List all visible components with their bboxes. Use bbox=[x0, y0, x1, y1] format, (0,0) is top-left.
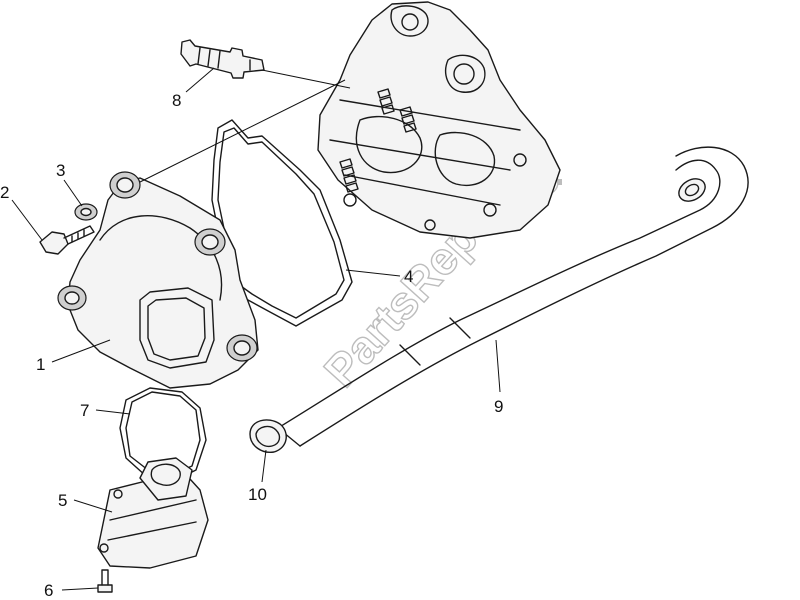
callout-4: 4 bbox=[404, 267, 413, 286]
valve-cover bbox=[57, 171, 259, 389]
leader-1 bbox=[51, 339, 111, 363]
hose-clamp bbox=[249, 419, 287, 453]
leader-8b bbox=[261, 69, 351, 89]
spark-plug bbox=[180, 39, 265, 79]
callout-8: 8 bbox=[172, 91, 181, 110]
callout-10: 10 bbox=[248, 485, 267, 504]
leader-5 bbox=[73, 499, 113, 513]
breather-hose bbox=[277, 146, 749, 447]
bolt bbox=[39, 225, 95, 255]
leader-lines bbox=[11, 67, 501, 591]
callout-7: 7 bbox=[80, 401, 89, 420]
leader-8 bbox=[185, 67, 215, 93]
callout-1: 1 bbox=[36, 355, 45, 374]
leader-3 bbox=[63, 179, 83, 207]
callout-5: 5 bbox=[58, 491, 67, 510]
callout-6: 6 bbox=[44, 581, 53, 600]
valve-springs bbox=[339, 88, 417, 193]
leader-gasket-ref bbox=[139, 79, 346, 183]
leader-4 bbox=[345, 269, 401, 277]
leader-7 bbox=[95, 409, 131, 415]
cylinder-head bbox=[317, 1, 561, 239]
leader-6 bbox=[61, 587, 99, 591]
callout-2: 2 bbox=[0, 183, 9, 202]
cover-plate-gasket bbox=[119, 387, 207, 481]
leader-10 bbox=[261, 449, 267, 483]
washer bbox=[74, 203, 98, 221]
screw bbox=[97, 569, 113, 593]
callout-3: 3 bbox=[56, 161, 65, 180]
leader-2 bbox=[11, 199, 43, 241]
callout-9: 9 bbox=[494, 397, 503, 416]
leader-9 bbox=[495, 339, 501, 393]
callouts: 1 2 3 4 5 6 7 8 9 10 bbox=[0, 91, 503, 600]
breather-cover bbox=[97, 457, 209, 569]
